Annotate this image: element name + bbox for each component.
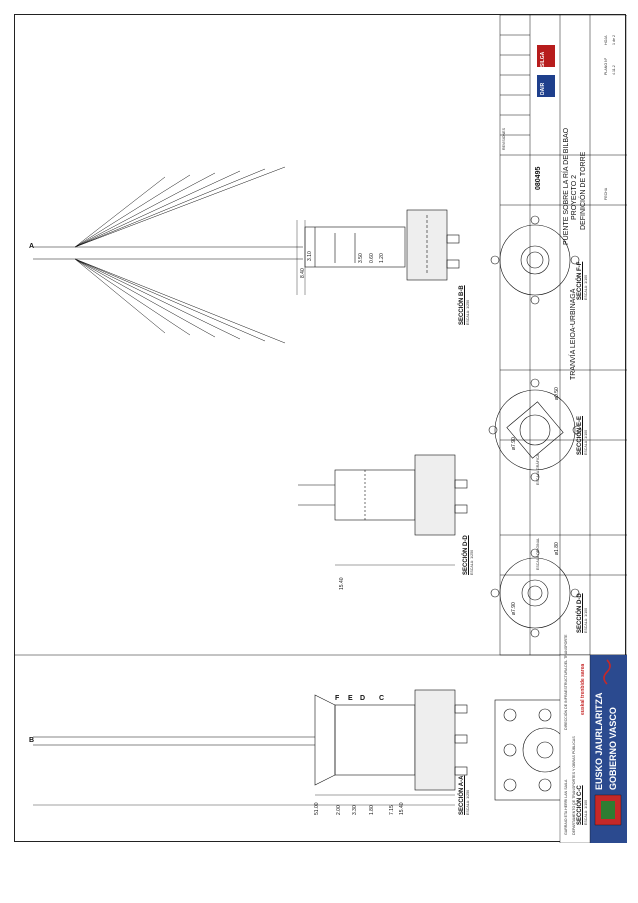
project-code: 080495 (535, 166, 542, 190)
section-b-b-scale: ESCALA: 1/250 (466, 299, 470, 325)
dim-15-40-mid: 15.40 (339, 577, 345, 590)
section-b-b-shape (304, 209, 460, 281)
marker-a-top: A (29, 243, 35, 250)
plano-number: 4.11.2 (612, 65, 616, 75)
marker-e: E (348, 695, 353, 702)
hoja-number: 1 de 2 (612, 35, 616, 45)
section-d-d-mid-title: SECCIÓN D-D (463, 535, 469, 575)
dair-logo-icon (537, 75, 555, 97)
section-d-d-shape (490, 548, 580, 638)
line-name: TRANVÍA LEIOA-URBINAGA (570, 288, 577, 380)
dim-3-10: 3.10 (307, 251, 313, 261)
dim-ø7-90-d: ø7.90 (511, 602, 517, 615)
marker-c: C (379, 695, 385, 702)
gov-basque-label: EUSKO JAURLARITZA (594, 692, 604, 790)
lower-elevation-view (33, 689, 468, 806)
stay-cables (74, 166, 286, 344)
silga-logo-icon (537, 45, 555, 67)
dim-51: 51.00 (314, 802, 320, 815)
escala-grafica-label: ESCALA GRÁFICA (536, 454, 540, 485)
section-d-d-title: SECCIÓN D-D (577, 593, 583, 633)
section-e-e-scale: ESCALA: 1/100 (584, 429, 588, 455)
mid-section-view (298, 454, 468, 566)
marker-b-bottom: B (29, 737, 35, 744)
elevation-view (33, 166, 460, 344)
section-d-d-scale: ESCALA: 1/100 (584, 607, 588, 633)
drawing-sheet: EUSKO JAURLARITZA GOBIERNO VASCO GARRAIO… (14, 14, 627, 843)
section-c-c-scale: ESCALA: 1/100 (584, 799, 588, 825)
dept-basque-label: GARRAIO ETA HERRI LAN SAILA (564, 779, 568, 835)
dim-1-20: 1.20 (379, 253, 385, 263)
gov-spanish-label: GOBIERNO VASCO (608, 707, 618, 790)
project-title: PUENTE SOBRE LA RÍA DE BILBAO (563, 127, 570, 245)
dim-ø0-50: ø0.50 (554, 387, 560, 400)
dim-15-40: 15.40 (399, 802, 405, 815)
ets-label: euskal trenbide sarea (580, 663, 586, 715)
section-e-e-shape (488, 378, 582, 482)
dim-0-60: 0.60 (369, 253, 375, 263)
section-d-d-mid-scale: ESCALA: 1/250 (470, 549, 474, 575)
project-subtitle: PROYECTO 2 (571, 175, 578, 220)
fecha-label: FECHA (604, 187, 608, 200)
revisions-header: REVISIONES (502, 128, 506, 150)
firm-dair: DAIR (540, 82, 546, 95)
ets-logo-icon (603, 659, 611, 685)
dim-ø7-90-e: ø7.90 (511, 437, 517, 450)
marker-d: D (360, 695, 366, 702)
drawing-title: DEFINICIÓN DE TORRE (580, 151, 587, 230)
section-f-f-scale: ESCALA: 1/100 (584, 274, 588, 300)
section-f-f-title: SECCIÓN F-F (577, 261, 583, 300)
dim-1-80: 1.80 (369, 805, 375, 815)
dim-3-30: 3.30 (352, 805, 358, 815)
plano-label: PLANO Nº (604, 57, 608, 75)
dim-ø1-80: ø1.80 (554, 542, 560, 555)
escala-original-label: ESCALA ORIGINAL (536, 537, 540, 570)
section-a-a-title: SECCIÓN A-A (459, 775, 465, 815)
section-e-e-title: SECCIÓN E-E (577, 415, 583, 455)
dim-2-00: 2.00 (336, 805, 342, 815)
marker-f: F (335, 695, 340, 702)
dim-8-40: 8.40 (300, 268, 306, 278)
technical-drawing (15, 15, 627, 843)
dim-7-15: 7.15 (389, 805, 395, 815)
coat-of-arms-icon (594, 794, 622, 826)
section-a-a-scale: ESCALA: 1/250 (466, 789, 470, 815)
section-c-c-title: SECCIÓN C-C (577, 785, 583, 825)
section-b-b-title: SECCIÓN B-B (459, 285, 465, 325)
firm-silga: SILGA (540, 51, 546, 67)
dim-3-50: 3.50 (358, 253, 364, 263)
hoja-label: HOJA (604, 35, 608, 45)
direction-label: DIRECCIÓN DE INFRAESTRUCTURA DEL TRANSPO… (564, 634, 568, 730)
